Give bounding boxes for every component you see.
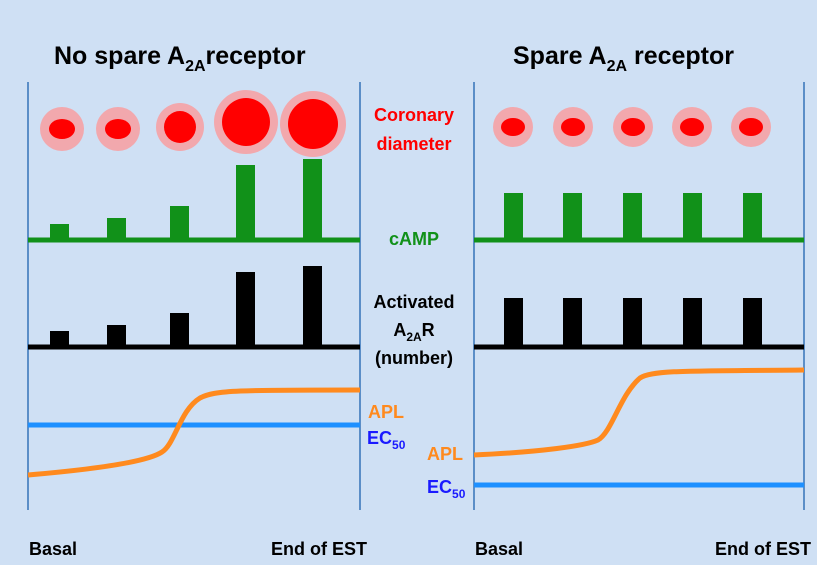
activated-receptor-bar	[623, 298, 642, 347]
coronary-label-line2: diameter	[376, 134, 451, 154]
activated-receptor-bar	[303, 266, 322, 347]
camp-bar	[50, 224, 69, 240]
camp-bar	[303, 159, 322, 240]
activated-receptor-bar	[743, 298, 762, 347]
left-end-label: End of EST	[271, 539, 367, 559]
ec50-label-middle: EC50	[367, 428, 406, 452]
activated-receptor-bar	[504, 298, 523, 347]
right-activated-receptor-bars	[474, 298, 804, 350]
left-apl-curve	[27, 387, 361, 478]
coronary-lumen	[222, 98, 270, 146]
coronary-lumen	[501, 118, 525, 136]
camp-bar	[683, 193, 702, 240]
right-panel-title: Spare A2A receptor	[513, 42, 734, 75]
coronary-lumen	[621, 118, 645, 136]
right-camp-bars	[474, 193, 804, 243]
coronary-lumen	[288, 99, 338, 149]
activated-receptor-bar	[170, 313, 189, 347]
activated-label-line3: (number)	[375, 348, 453, 368]
coronary-lumen	[164, 111, 196, 143]
activated-receptor-bar	[563, 298, 582, 347]
coronary-lumen	[561, 118, 585, 136]
camp-bar	[563, 193, 582, 240]
camp-bar	[236, 165, 255, 240]
coronary-lumen	[49, 119, 75, 139]
camp-bar	[743, 193, 762, 240]
coronary-lumen	[105, 119, 131, 139]
camp-bar	[170, 206, 189, 240]
camp-label: cAMP	[389, 229, 439, 249]
coronary-lumen	[680, 118, 704, 136]
left-basal-label: Basal	[29, 539, 77, 559]
left-activated-receptor-bars	[28, 266, 360, 350]
apl-label-right: APL	[427, 444, 463, 464]
right-basal-label: Basal	[475, 539, 523, 559]
right-coronary-diameter-row	[493, 107, 771, 147]
activated-receptor-bar	[50, 331, 69, 347]
ec50-label-right: EC50	[427, 477, 466, 501]
camp-bar	[107, 218, 126, 240]
left-coronary-diameter-row	[40, 90, 346, 157]
coronary-label-line1: Coronary	[374, 105, 454, 125]
camp-bar	[504, 193, 523, 240]
coronary-lumen	[739, 118, 763, 136]
activated-label-line2: A2AR	[393, 320, 434, 344]
apl-label-middle: APL	[368, 402, 404, 422]
right-apl-curve	[473, 367, 805, 458]
camp-bar	[623, 193, 642, 240]
activated-receptor-bar	[236, 272, 255, 347]
activated-label-line1: Activated	[373, 292, 454, 312]
activated-receptor-bar	[683, 298, 702, 347]
right-end-label: End of EST	[715, 539, 811, 559]
left-panel-title: No spare A2Areceptor	[54, 42, 306, 75]
left-camp-bars	[28, 159, 360, 243]
activated-receptor-bar	[107, 325, 126, 347]
